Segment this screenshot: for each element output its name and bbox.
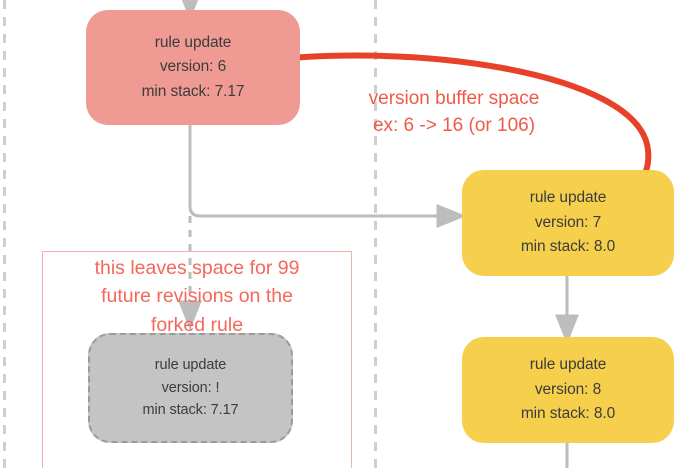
- node-rule-update-version-6[interactable]: rule update version: 6 min stack: 7.17: [86, 10, 300, 125]
- node-line-version: version: !: [161, 379, 220, 396]
- annotation-line-1: this leaves space for 99: [94, 257, 300, 279]
- node-line-version: version: 7: [534, 213, 602, 231]
- annotation-line-1: version buffer space: [368, 88, 540, 109]
- node-rule-update-version-7[interactable]: rule update version: 7 min stack: 8.0: [462, 170, 674, 276]
- node-line-min-stack: min stack: 7.17: [141, 82, 245, 100]
- node-line-title: rule update: [154, 356, 227, 373]
- node-line-title: rule update: [529, 189, 607, 207]
- node-rule-update-forked-rule[interactable]: rule update version: ! min stack: 7.17: [88, 333, 293, 443]
- forked-rule-annotation-frame: [42, 251, 352, 468]
- node-line-min-stack: min stack: 8.0: [520, 405, 616, 423]
- edge-version6-to-version7: [188, 125, 467, 228]
- annotation-line-2: ex: 6 -> 16 (or 106): [372, 114, 536, 136]
- annotation-line-3: forked rule: [150, 313, 244, 336]
- node-line-min-stack: min stack: 8.0: [520, 238, 616, 256]
- annotation-forked-rule-space: this leaves space for 99 future revision…: [47, 254, 347, 339]
- node-line-title: rule update: [154, 33, 232, 51]
- annotation-line-2: future revisions on the: [101, 285, 293, 308]
- node-line-version: version: 6: [159, 58, 227, 76]
- node-rule-update-version-8[interactable]: rule update version: 8 min stack: 8.0: [462, 337, 674, 443]
- node-line-min-stack: min stack: 7.17: [142, 402, 239, 419]
- node-line-title: rule update: [529, 356, 607, 374]
- node-line-version: version: 8: [534, 380, 602, 398]
- annotation-version-buffer-space: version buffer space ex: 6 -> 16 (or 106…: [338, 86, 570, 140]
